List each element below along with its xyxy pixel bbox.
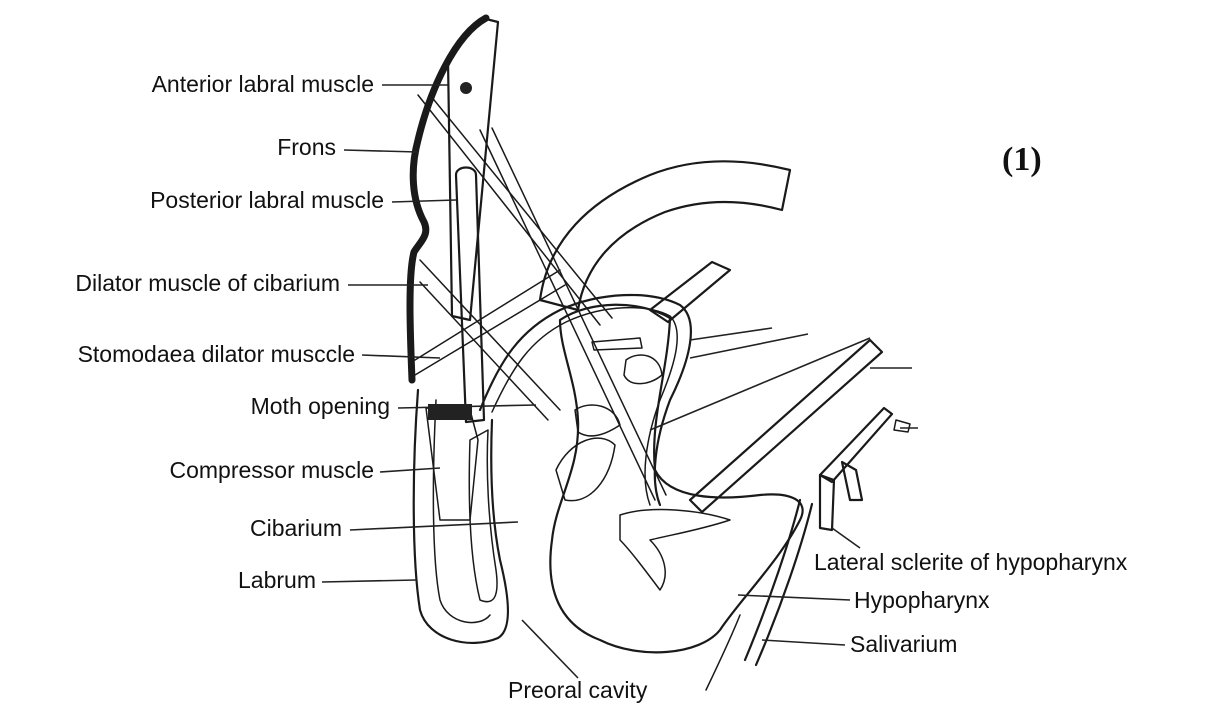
label-lateral-sclerite-of-hypopharynx: Lateral sclerite of hypopharynx	[814, 549, 1128, 575]
hypopharynx-sclerite-hatched	[624, 355, 662, 384]
leader-unlabeled-5	[650, 338, 870, 430]
label-dilator-muscle-of-cibarium: Dilator muscle of cibarium	[75, 270, 340, 296]
label-hypopharynx: Hypopharynx	[854, 587, 990, 613]
salivarium-duct	[745, 500, 800, 660]
leader-hypopharynx	[738, 595, 850, 600]
hypopharynx-left-ridge	[575, 405, 620, 436]
leader-compressor-muscle	[380, 468, 440, 472]
figure-number: (1)	[1002, 141, 1042, 178]
hypopharynx-sclerite-dark	[592, 338, 642, 350]
hypopharynx-inner-fold	[620, 510, 730, 590]
label-labrum: Labrum	[238, 567, 316, 593]
label-posterior-labral-muscle: Posterior labral muscle	[150, 187, 384, 213]
label-frons: Frons	[277, 134, 336, 160]
label-moth-opening: Moth opening	[251, 393, 390, 419]
label-anterior-labral-muscle: Anterior labral muscle	[152, 71, 374, 97]
leader-stomodaea-dilator-muscle	[362, 355, 440, 358]
leader-posterior-labral-muscle	[392, 200, 456, 202]
leader-unlabeled-1	[690, 328, 772, 340]
arched-striated-muscle	[540, 161, 790, 310]
lateral-sclerite-rod-long	[690, 340, 882, 512]
label-compressor-muscle: Compressor muscle	[170, 457, 375, 483]
label-stomodaea-dilator-muscle: Stomodaea dilator musccle	[78, 341, 355, 367]
leader-lateral-sclerite	[832, 528, 860, 548]
leader-preoral-cavity	[522, 620, 578, 678]
label-preoral-cavity: Preoral cavity	[508, 677, 648, 703]
leader-salivarium	[762, 640, 845, 645]
leader-labrum	[322, 580, 416, 582]
hypopharynx-mass	[550, 305, 802, 653]
anterior-labral-muscle-attachment	[460, 82, 472, 94]
lateral-sclerite-tip	[894, 420, 910, 432]
lateral-sclerite-stem	[820, 475, 834, 530]
label-cibarium: Cibarium	[250, 515, 342, 541]
leader-frons	[344, 150, 418, 152]
anatomy-drawing	[410, 18, 910, 690]
label-salivarium: Salivarium	[850, 631, 957, 657]
